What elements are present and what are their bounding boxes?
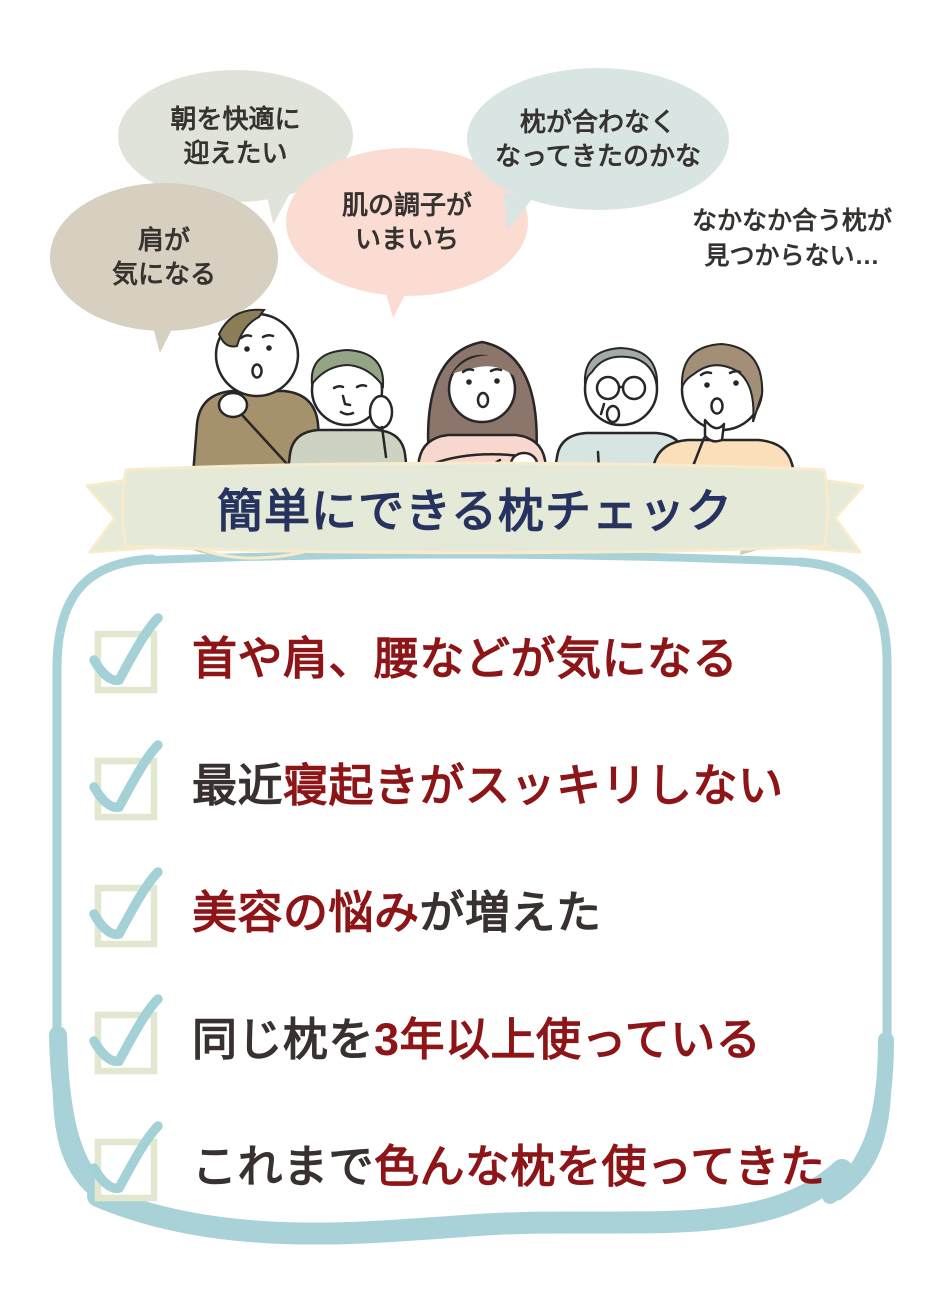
checklist-item-text-normal: が増えた <box>419 886 602 938</box>
person-thinking <box>646 342 800 488</box>
speech-bubble-shoulder: 肩が 気になる <box>50 183 278 331</box>
checklist-item-text-normal: 最近 <box>192 759 284 811</box>
checklist-item-text-emphasis: 美容の悩み <box>192 886 420 938</box>
checklist-item-text-emphasis: 3年以上使っている <box>374 1013 762 1065</box>
pillow-checklist: 首や肩、腰などが気になる 最近寝起きがスッキリしない 美容の悩みが増えた 同じ枕… <box>89 612 882 1204</box>
checkmark-icon <box>89 1121 163 1194</box>
checklist-item-text-normal: これまで <box>192 1140 375 1192</box>
checklist-item-text-normal: 同じ枕を <box>192 1013 375 1065</box>
checkbox-checked-icon <box>89 994 163 1075</box>
checkbox-checked-icon <box>89 867 163 948</box>
checkbox-checked-icon <box>89 613 163 694</box>
checklist-item-text-emphasis: 色んな枕を使ってきた <box>374 1140 826 1192</box>
speech-bubble-morning-text: 朝を快適に 迎えたい <box>170 103 301 168</box>
speech-bubble-shoulder-text: 肩が 気になる <box>111 224 216 289</box>
checklist-item-text: 最近寝起きがスッキリしない <box>192 749 784 814</box>
checklist-item: 首や肩、腰などが気になる <box>89 612 882 696</box>
checkbox-checked-icon <box>89 1121 163 1202</box>
speech-bubble-skin-text: 肌の調子が いまいち <box>341 189 472 254</box>
checklist-item: これまで色んな枕を使ってきた <box>89 1120 882 1204</box>
checkbox-checked-icon <box>89 740 163 821</box>
checklist-item: 同じ枕を3年以上使っている <box>89 993 882 1077</box>
checklist-item-text: 同じ枕を3年以上使っている <box>192 1003 761 1068</box>
checkmark-icon <box>89 740 163 813</box>
speech-bubble-pillow-fit: 枕が合わなく なってきたのかな <box>467 68 729 210</box>
checkmark-icon <box>89 994 163 1067</box>
checklist-item-text: これまで色んな枕を使ってきた <box>192 1130 825 1195</box>
quote-no-matching-pillow: なかなか合う枕が 見つからない… <box>691 207 892 270</box>
checkmark-icon <box>89 867 163 940</box>
banner-title: 簡単にできる枕チェック <box>216 484 734 538</box>
speech-bubble-pillow-fit-text: 枕が合わなく なってきたのかな <box>495 106 701 171</box>
ribbon-band <box>120 461 830 555</box>
checklist-item-text-emphasis: 首や肩、腰などが気になる <box>192 632 739 684</box>
ribbon-banner <box>85 461 865 560</box>
checklist-item-text: 美容の悩みが増えた <box>192 876 602 941</box>
speech-bubble-morning: 朝を快適に 迎えたい <box>118 70 353 202</box>
checklist-item-text: 首や肩、腰などが気になる <box>192 622 738 687</box>
checklist-item: 最近寝起きがスッキリしない <box>89 739 882 823</box>
checkmark-icon <box>89 613 163 686</box>
checklist-item: 美容の悩みが増えた <box>89 866 882 950</box>
checklist-item-text-emphasis: 寝起きがスッキリしない <box>283 759 784 811</box>
